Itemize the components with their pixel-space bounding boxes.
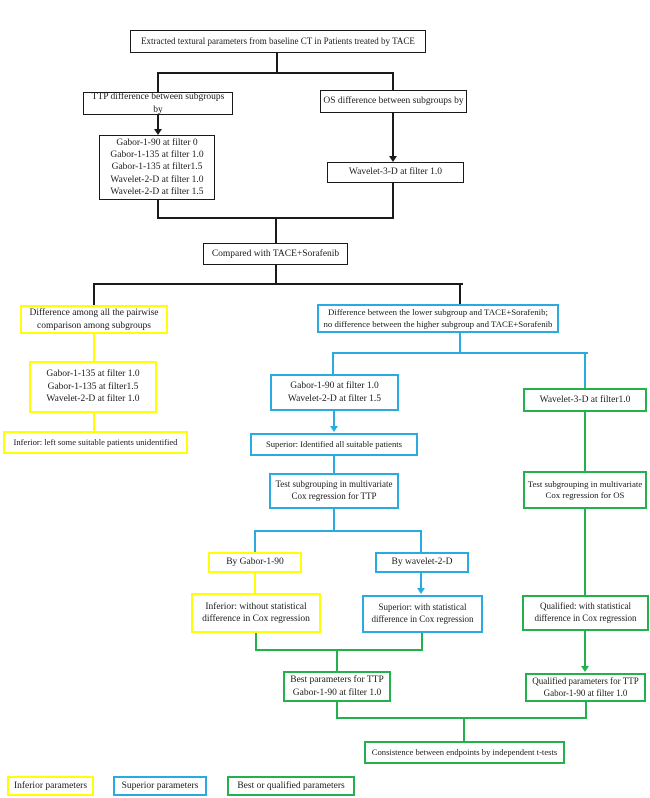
legend-inferior: Inferior parameters xyxy=(7,776,94,796)
connector-line xyxy=(333,411,335,427)
box-compared-tace-sorafenib: Compared with TACE+Sorafenib xyxy=(203,243,348,265)
arrowhead xyxy=(581,666,589,672)
connector-line xyxy=(584,352,586,388)
connector-line xyxy=(421,633,423,651)
connector-line xyxy=(336,702,338,719)
connector-line xyxy=(93,334,95,361)
connector-line xyxy=(585,702,587,719)
box-pairwise-difference: Difference among all the pairwise compar… xyxy=(20,305,168,334)
connector-line xyxy=(332,352,334,374)
box-os-difference: OS difference between subgroups by xyxy=(320,90,467,113)
box-inferior-cox-result: Inferior: without statistical difference… xyxy=(191,593,321,633)
box-test-os-cox: Test subgrouping in multivariate Cox reg… xyxy=(523,471,647,509)
connector-line xyxy=(392,183,394,219)
connector-line xyxy=(459,333,461,354)
connector-line xyxy=(93,283,95,305)
connector-line xyxy=(275,217,277,243)
box-inferior-parameter-list: Gabor-1-135 at filter 1.0 Gabor-1-135 at… xyxy=(29,361,157,413)
connector-line xyxy=(157,115,159,130)
box-superior-cox-result: Superior: with statistical difference in… xyxy=(362,595,483,633)
box-consistence-ttest: Consistence between endpoints by indepen… xyxy=(364,741,565,764)
connector-line xyxy=(333,509,335,532)
box-ttp-difference: TTP difference between subgroups by xyxy=(83,92,233,115)
box-qualified-cox-result: Qualified: with statistical difference i… xyxy=(522,595,649,631)
connector-line xyxy=(420,573,422,589)
connector-line xyxy=(157,72,159,92)
connector-line xyxy=(255,649,423,651)
arrowhead xyxy=(389,156,397,162)
connector-line xyxy=(392,72,394,90)
connector-line xyxy=(275,265,277,285)
box-superior-result: Superior: Identified all suitable patien… xyxy=(250,433,418,456)
connector-line xyxy=(332,352,588,354)
connector-line xyxy=(420,530,422,552)
connector-line xyxy=(392,113,394,156)
connector-line xyxy=(459,283,461,304)
connector-line xyxy=(254,530,256,552)
box-best-ttp-parameters: Best parameters for TTP Gabor-1-90 at fi… xyxy=(283,671,391,702)
connector-line xyxy=(463,717,465,742)
box-qualified-os-parameter: Wavelet-3-D at filter1.0 xyxy=(523,388,647,412)
connector-line xyxy=(93,413,95,431)
connector-line xyxy=(254,573,256,593)
connector-line xyxy=(157,72,394,74)
box-ttp-parameter-list: Gabor-1-90 at filter 0 Gabor-1-135 at fi… xyxy=(99,135,215,200)
legend-superior: Superior parameters xyxy=(113,776,207,796)
connector-line xyxy=(255,633,257,651)
connector-line xyxy=(333,456,335,473)
connector-line xyxy=(584,509,586,595)
connector-line xyxy=(584,412,586,471)
box-by-gabor: By Gabor-1-90 xyxy=(208,552,302,573)
connector-line xyxy=(336,649,338,671)
box-test-ttp-cox: Test subgrouping in multivariate Cox reg… xyxy=(269,473,399,509)
connector-line xyxy=(336,717,587,719)
box-lower-subgroup-difference: Difference between the lower subgroup an… xyxy=(317,304,559,333)
box-os-parameter: Wavelet-3-D at filter 1.0 xyxy=(327,162,464,183)
connector-line xyxy=(584,631,586,666)
arrowhead xyxy=(330,426,338,432)
box-extracted-parameters: Extracted textural parameters from basel… xyxy=(130,30,426,53)
connector-line xyxy=(254,530,422,532)
connector-line xyxy=(93,283,463,285)
legend-best-qualified: Best or qualified parameters xyxy=(227,776,355,796)
box-inferior-result: Inferior: left some suitable patients un… xyxy=(3,431,188,454)
box-by-wavelet: By wavelet-2-D xyxy=(375,552,469,573)
box-qualified-ttp-parameters: Qualified parameters for TTP Gabor-1-90 … xyxy=(525,673,646,702)
arrowhead xyxy=(154,129,162,135)
connector-line xyxy=(157,200,159,219)
connector-line xyxy=(276,53,278,72)
arrowhead xyxy=(417,588,425,594)
box-superior-parameter-list: Gabor-1-90 at filter 1.0 Wavelet-2-D at … xyxy=(270,374,399,411)
